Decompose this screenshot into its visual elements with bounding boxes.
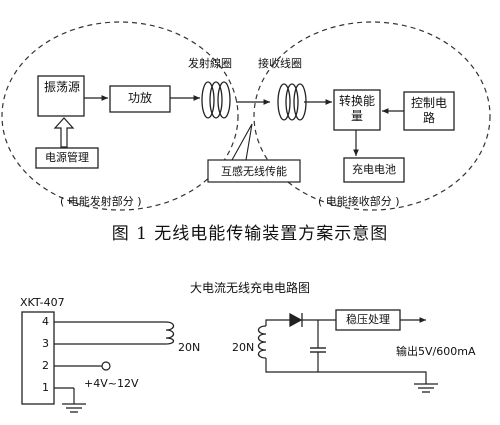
pin-4-label: 4 bbox=[42, 315, 49, 328]
receiver-section-label: ( 电能接收部分 ) bbox=[318, 195, 400, 208]
mutual-inductance-label: 互感无线传能 bbox=[221, 165, 287, 178]
right-inductor bbox=[257, 325, 267, 359]
receive-coil-label: 接收线圈 bbox=[258, 57, 302, 70]
pin-2-label: 2 bbox=[42, 359, 49, 372]
battery-label: 充电电池 bbox=[352, 163, 396, 176]
mutual-inductance-box bbox=[207, 159, 301, 183]
ground-symbol-left bbox=[62, 403, 86, 413]
chip-xkt407 bbox=[21, 311, 55, 405]
battery-box bbox=[343, 157, 405, 183]
ground-symbol-right bbox=[414, 383, 438, 393]
diode bbox=[289, 312, 303, 328]
oscillator-box bbox=[37, 75, 85, 117]
power-management-label: 电源管理 bbox=[45, 151, 89, 164]
output-spec-label: 输出5V/600mA bbox=[396, 345, 476, 358]
circuit-title: 大电流无线充电电路图 bbox=[189, 281, 310, 295]
left-inductor bbox=[165, 321, 175, 345]
supply-terminal bbox=[101, 361, 111, 371]
mutual-callout-pointer bbox=[231, 123, 253, 161]
control-circuit-box bbox=[403, 91, 455, 131]
transmitter-section-label: ( 电能发射部分 ) bbox=[60, 195, 142, 208]
supply-voltage-label: +4V~12V bbox=[84, 377, 139, 390]
hollow-arrow-power-to-osc bbox=[53, 117, 75, 148]
right-top-wire bbox=[265, 319, 290, 326]
transmitter-region-ellipse bbox=[1, 21, 239, 211]
pin-1-label: 1 bbox=[42, 381, 49, 394]
capacitor bbox=[310, 347, 326, 353]
right-coil-turns-label: 20N bbox=[232, 341, 255, 354]
chip-model-label: XKT-407 bbox=[20, 296, 65, 309]
amplifier-label: 功放 bbox=[127, 91, 152, 105]
transmitter-coil bbox=[201, 81, 231, 119]
left-coil-turns-label: 20N bbox=[178, 341, 201, 354]
pin-3-label: 3 bbox=[42, 337, 49, 350]
energy-conversion-label: 转换能量 bbox=[338, 94, 375, 123]
regulator-label: 稳压处理 bbox=[346, 313, 390, 326]
receiver-coil bbox=[277, 83, 307, 121]
receiver-region-ellipse bbox=[253, 21, 491, 211]
right-bottom-wire bbox=[265, 358, 427, 384]
power-management-box bbox=[35, 147, 99, 169]
figure-1-caption: 图 1 无线电能传输装置方案示意图 bbox=[111, 224, 389, 244]
transmit-coil-label: 发射線圈 bbox=[188, 57, 232, 70]
amplifier-box bbox=[109, 85, 171, 113]
oscillator-label: 振荡源 bbox=[43, 80, 80, 94]
control-circuit-label: 控制电路 bbox=[410, 96, 447, 125]
energy-conversion-box bbox=[333, 89, 381, 131]
